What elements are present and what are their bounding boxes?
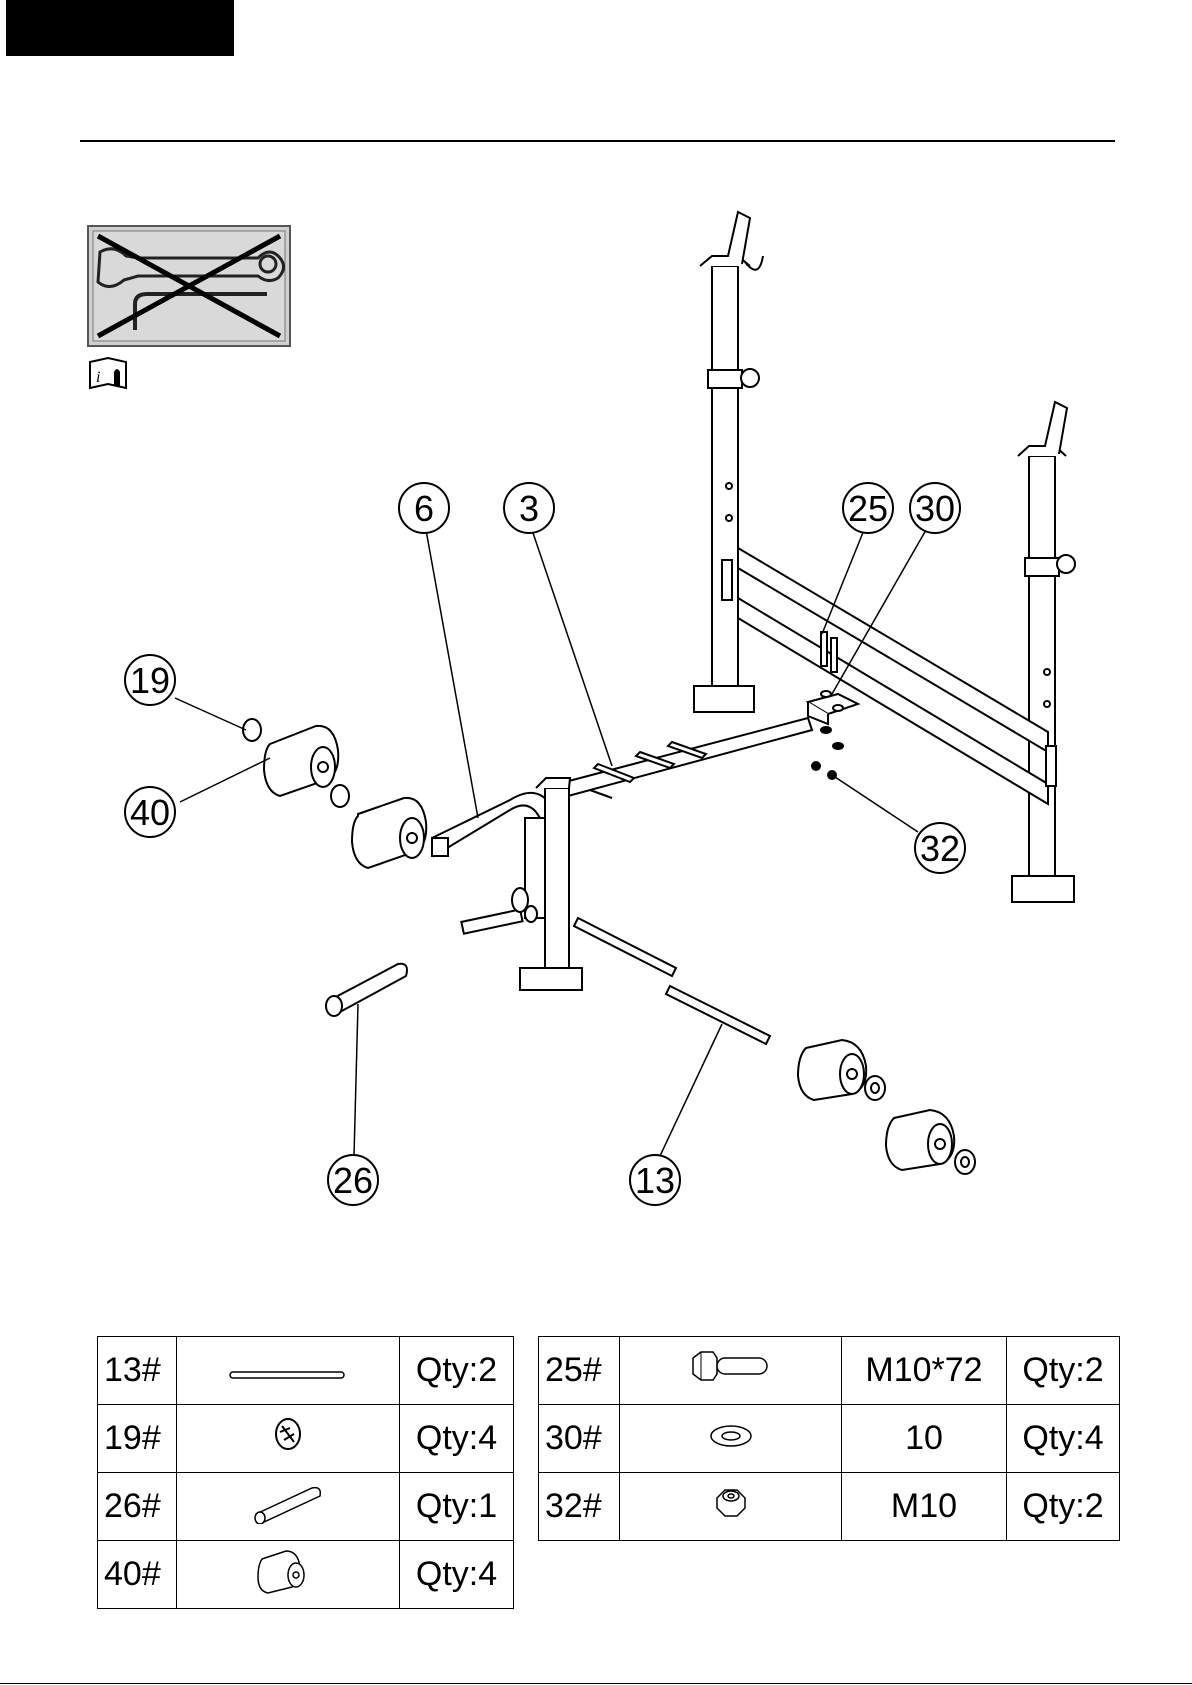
callout-26: 26	[328, 1155, 378, 1205]
foam-rollers	[243, 719, 975, 1174]
part-spec: M10	[842, 1473, 1007, 1541]
manual-info-icon: i	[90, 358, 126, 388]
part-spec: M10*72	[842, 1337, 1007, 1405]
callout-30: 30	[910, 483, 960, 533]
bench-main-tube	[565, 718, 812, 798]
no-tools-icon	[88, 226, 290, 346]
part-qty: Qty:2	[1007, 1473, 1120, 1541]
svg-text:i: i	[96, 369, 100, 386]
table-row: 19# Qty:4	[98, 1405, 514, 1473]
svg-text:13: 13	[635, 1160, 675, 1201]
part-number: 40#	[98, 1541, 177, 1609]
part-qty: Qty:1	[400, 1473, 514, 1541]
callout-32: 32	[915, 823, 965, 873]
rear-crossbars	[722, 548, 1056, 804]
front-upright	[461, 778, 582, 990]
washer-icon	[620, 1405, 842, 1473]
part-qty: Qty:4	[400, 1541, 514, 1609]
nut-icon	[620, 1473, 842, 1541]
callout-13: 13	[630, 1155, 680, 1205]
parts-table-right: 25# M10*72 Qty:2 30# 10 Qty:4 32# M10 Qt…	[538, 1336, 1120, 1541]
rod-icon	[177, 1337, 400, 1405]
part-number: 26#	[98, 1473, 177, 1541]
part-number: 32#	[539, 1473, 620, 1541]
part-number: 25#	[539, 1337, 620, 1405]
tube-icon	[177, 1473, 400, 1541]
part-qty: Qty:2	[400, 1337, 514, 1405]
table-row: 13# Qty:2	[98, 1337, 514, 1405]
callout-6: 6	[399, 483, 449, 533]
bench-bracket	[808, 691, 858, 779]
part-number: 19#	[98, 1405, 177, 1473]
svg-text:26: 26	[333, 1160, 373, 1201]
svg-text:30: 30	[915, 488, 955, 529]
svg-text:40: 40	[130, 792, 170, 833]
table-row: 25# M10*72 Qty:2	[539, 1337, 1120, 1405]
part-qty: Qty:4	[1007, 1405, 1120, 1473]
svg-text:25: 25	[848, 488, 888, 529]
footer-rule	[0, 1683, 1192, 1684]
part-number: 30#	[539, 1405, 620, 1473]
part-qty: Qty:2	[1007, 1337, 1120, 1405]
callout-19: 19	[125, 655, 175, 705]
callout-25: 25	[843, 483, 893, 533]
part-qty: Qty:4	[400, 1405, 514, 1473]
table-row: 30# 10 Qty:4	[539, 1405, 1120, 1473]
assembly-diagram: i	[0, 0, 1192, 1330]
table-row: 32# M10 Qty:2	[539, 1473, 1120, 1541]
parts-table-left: 13# Qty:2 19# Qty:4 26# Qty:1 40# Qty:4	[97, 1336, 514, 1609]
part-spec: 10	[842, 1405, 1007, 1473]
svg-text:3: 3	[519, 488, 539, 529]
svg-text:32: 32	[920, 828, 960, 869]
callout-3: 3	[504, 483, 554, 533]
svg-text:19: 19	[130, 660, 170, 701]
foam-roller-icon	[177, 1541, 400, 1609]
lock-clip-icon	[177, 1405, 400, 1473]
table-row: 26# Qty:1	[98, 1473, 514, 1541]
svg-text:6: 6	[414, 488, 434, 529]
callout-40: 40	[125, 787, 175, 837]
part-number: 13#	[98, 1337, 177, 1405]
table-row: 40# Qty:4	[98, 1541, 514, 1609]
bolt-icon	[620, 1337, 842, 1405]
